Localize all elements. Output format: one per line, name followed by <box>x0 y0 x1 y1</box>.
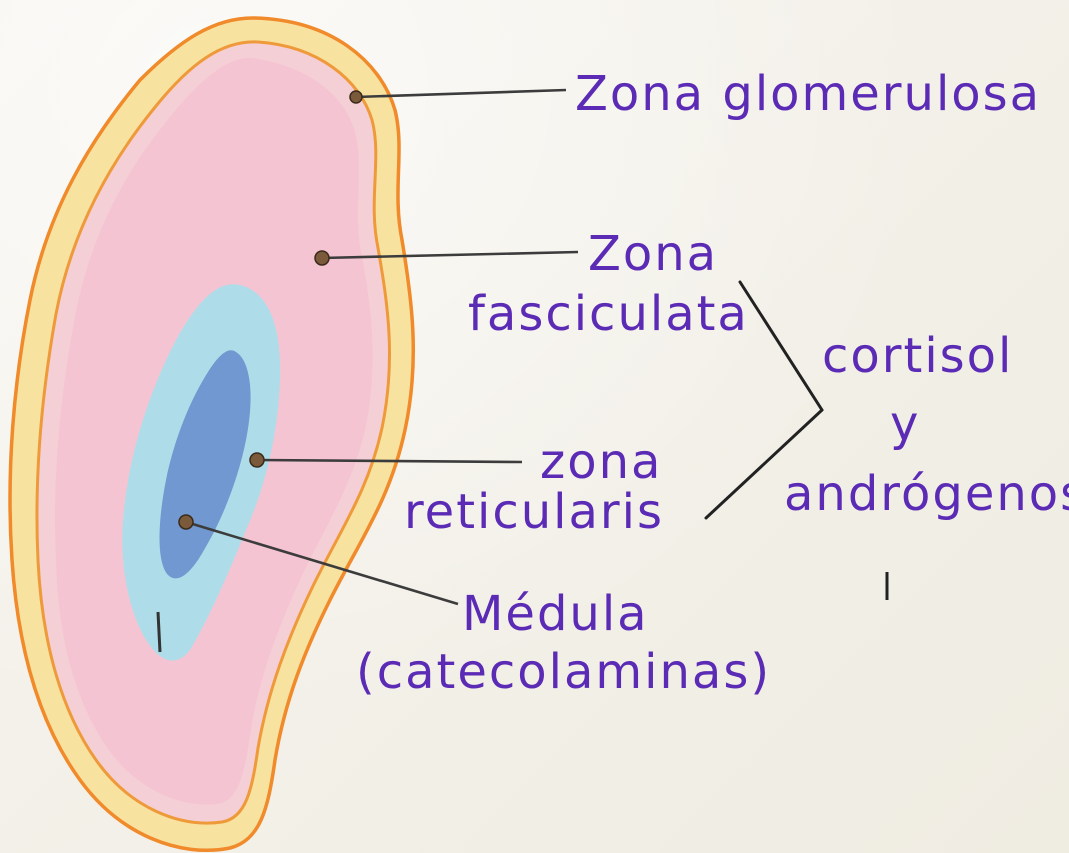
label-zona-fasciculata-line1: Zona <box>588 226 718 282</box>
label-hormones-line3: andrógenos <box>784 466 1069 522</box>
label-zona-reticularis-line1: zona <box>540 434 662 490</box>
label-hormones-line2: y <box>890 396 920 452</box>
pin-head-glomerulosa <box>350 91 362 103</box>
medulla-tick-mark <box>158 612 160 652</box>
label-zona-fasciculata-line2: fasciculata <box>468 286 749 342</box>
label-medula-line1: Médula <box>462 586 649 642</box>
pin-head-reticularis <box>250 453 264 467</box>
label-medula-line2: (catecolaminas) <box>356 644 771 700</box>
label-zona-reticularis-line2: reticularis <box>404 484 664 540</box>
label-hormones-line1: cortisol <box>822 328 1013 384</box>
pin-head-medula <box>179 515 193 529</box>
label-zona-glomerulosa: Zona glomerulosa <box>575 66 1041 122</box>
pin-head-fasciculata <box>315 251 329 265</box>
